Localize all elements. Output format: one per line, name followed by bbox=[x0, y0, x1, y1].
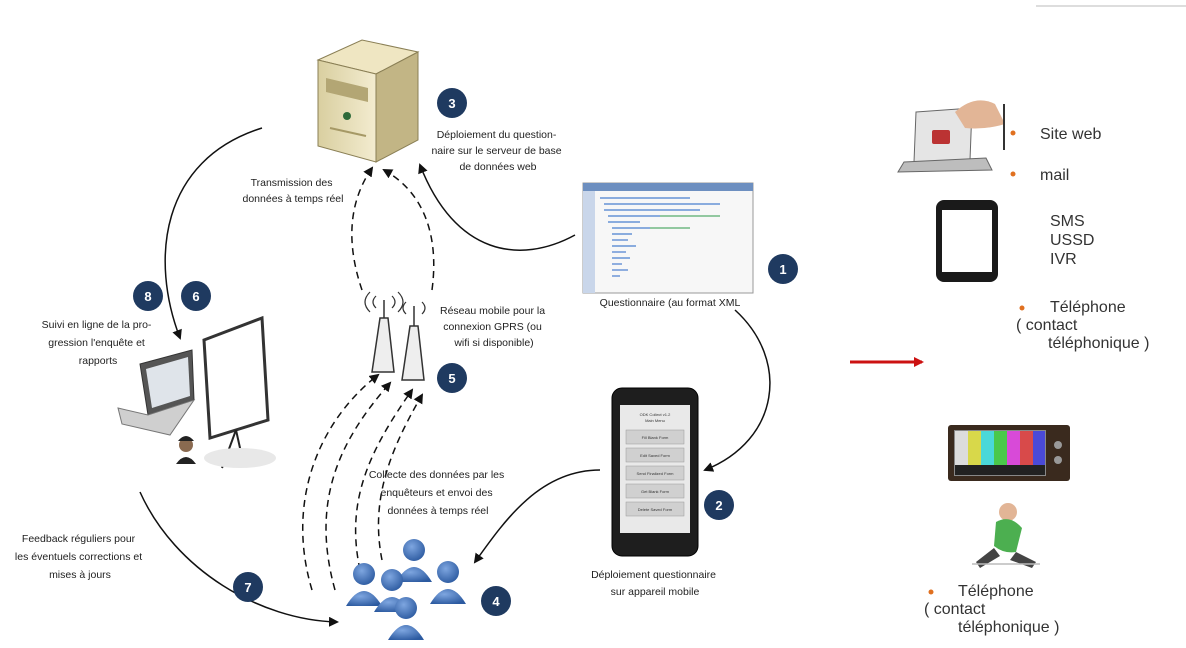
people-group-icon bbox=[346, 539, 466, 640]
laptop-icon bbox=[117, 349, 196, 436]
bullet-dot bbox=[1019, 305, 1025, 311]
television-icon bbox=[948, 425, 1070, 481]
label-deploiement-serveur: Déploiement du question- naire sur le se… bbox=[431, 129, 564, 173]
smartphone-icon bbox=[936, 200, 998, 282]
phone-menu-button bbox=[625, 429, 685, 445]
label-transmission: Transmission des données à temps réel bbox=[243, 177, 344, 205]
arrow-phone-to-people bbox=[473, 469, 601, 564]
bullet-dot bbox=[1010, 171, 1016, 177]
step-badge-4: 4 bbox=[481, 586, 511, 616]
dashed-people-to-tower-3 bbox=[354, 388, 414, 571]
label-mail: mail bbox=[1040, 167, 1069, 184]
step-badge-number: 4 bbox=[492, 594, 500, 609]
label-reseau-mobile: Réseau mobile pour la connexion GPRS (ou… bbox=[440, 305, 548, 349]
phone-button-label: Fill Blank Form bbox=[642, 435, 669, 440]
step-badge-5: 5 bbox=[437, 363, 467, 393]
server-icon bbox=[316, 39, 420, 163]
step-badge-1: 1 bbox=[768, 254, 798, 284]
bullet-dot bbox=[1010, 130, 1016, 136]
label-deploiement-mobile: Déploiement questionnaire sur appareil m… bbox=[591, 569, 719, 598]
arrow-xml-to-server bbox=[418, 163, 576, 251]
phone-button-label: Send Finalized Form bbox=[637, 471, 675, 476]
label-collecte: Collecte des données par les enquêteurs … bbox=[369, 469, 507, 517]
mobile-phone-icon: ODK Collect v1.2 Main Menu Fill Blank Fo… bbox=[611, 387, 699, 557]
step-badge-number: 2 bbox=[715, 498, 722, 513]
phone-menu-button bbox=[625, 483, 685, 499]
phone-menu-button bbox=[625, 501, 685, 517]
dashed-tower-to-server-1 bbox=[351, 166, 374, 291]
xml-editor-screenshot bbox=[582, 182, 754, 294]
step-badge-number: 1 bbox=[779, 262, 786, 277]
dashed-people-to-tower-1 bbox=[302, 373, 380, 591]
arrow-xml-to-phone bbox=[703, 309, 771, 472]
step-badge-6: 6 bbox=[181, 281, 211, 311]
bullet-dot bbox=[928, 589, 934, 595]
label-questionnaire-xml: Questionnaire (au format XML bbox=[600, 297, 741, 309]
label-sms-ussd-ivr: SMS USSD IVR bbox=[1050, 213, 1099, 268]
phone-header-line-2: Main Menu bbox=[645, 418, 665, 423]
label-site-web: Site web bbox=[1040, 126, 1101, 143]
step-badge-7: 7 bbox=[233, 572, 263, 602]
step-badge-3: 3 bbox=[437, 88, 467, 118]
label-suivi: Suivi en ligne de la pro- gression l'enq… bbox=[42, 319, 155, 367]
diagram-labels: Transmission des données à temps réel Dé… bbox=[15, 129, 741, 598]
step-badges: 1 2 3 4 5 6 7 8 bbox=[133, 88, 798, 616]
flow-arrows bbox=[139, 127, 771, 627]
arrow-feedback-to-people bbox=[139, 491, 339, 627]
laptop-shopping-icon bbox=[897, 100, 1005, 173]
phone-button-label: Edit Saved Form bbox=[640, 453, 670, 458]
label-telephone-1: Téléphone ( contact téléphonique ) bbox=[1016, 299, 1149, 352]
step-badge-8: 8 bbox=[133, 281, 163, 311]
label-feedback: Feedback réguliers pour les éventuels co… bbox=[15, 533, 145, 581]
dashed-tower-to-server-2 bbox=[382, 169, 435, 291]
dashed-people-to-tower-2 bbox=[325, 381, 392, 591]
phone-header-line-1: ODK Collect v1.2 bbox=[640, 412, 671, 417]
arrow-server-to-laptop bbox=[164, 127, 263, 340]
step-badge-number: 6 bbox=[192, 289, 199, 304]
step-badge-2: 2 bbox=[704, 490, 734, 520]
projector-screen-icon bbox=[202, 315, 276, 469]
step-badge-number: 5 bbox=[448, 371, 455, 386]
person-user-icon bbox=[176, 436, 196, 464]
step-badge-number: 3 bbox=[448, 96, 455, 111]
dashed-people-to-tower-4 bbox=[377, 393, 424, 561]
antenna-tower-icon bbox=[364, 291, 426, 381]
person-phone-call-icon bbox=[972, 503, 1040, 568]
label-telephone-2: Téléphone ( contact téléphonique ) bbox=[924, 583, 1059, 636]
phone-button-label: Get Blank Form bbox=[641, 489, 670, 494]
phone-button-label: Delete Saved Form bbox=[638, 507, 673, 512]
step-badge-number: 7 bbox=[244, 580, 251, 595]
step-badge-number: 8 bbox=[144, 289, 151, 304]
right-panel: Site web mail SMS USSD IVR Téléphone ( c… bbox=[897, 5, 1186, 636]
phone-menu-button bbox=[625, 465, 685, 481]
phone-menu-button bbox=[625, 447, 685, 463]
